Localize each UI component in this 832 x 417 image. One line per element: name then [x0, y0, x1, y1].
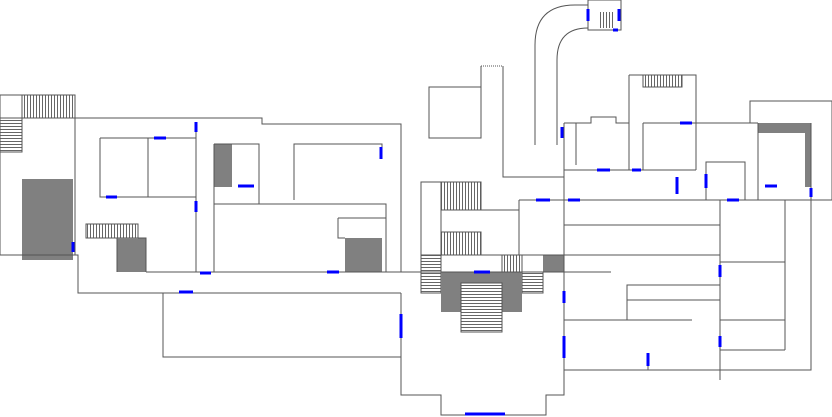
wall [420, 181, 519, 255]
block-room [214, 144, 232, 187]
stairs-top-left [21, 94, 76, 119]
wall [626, 284, 720, 320]
block-right-side [805, 123, 811, 187]
block-left [22, 179, 73, 260]
wall [428, 66, 482, 139]
wall [749, 100, 832, 201]
wall [564, 116, 629, 124]
solid-blocks [22, 123, 811, 333]
wall [162, 293, 401, 358]
curved-corridor-outer [534, 4, 588, 145]
stairs-top-right [642, 74, 683, 88]
wall [705, 161, 746, 200]
doors [71, 9, 813, 416]
wall [99, 138, 196, 198]
block-right-of-left [345, 238, 382, 272]
wall [502, 66, 564, 178]
wall [0, 95, 75, 256]
stairs-tower [598, 12, 614, 28]
block-center-right [543, 255, 564, 272]
wall [338, 217, 387, 272]
wall [214, 143, 260, 204]
wall [86, 237, 118, 272]
block-mid-left [117, 238, 146, 272]
stairs-center-right-a [501, 254, 523, 273]
wall [75, 117, 402, 272]
wall [440, 210, 481, 233]
stairs-center-right-b [521, 271, 544, 294]
wall [293, 143, 383, 200]
wall [564, 123, 812, 371]
curved-corridor-inner [556, 27, 589, 145]
block-right-top [758, 123, 811, 133]
stairs [0, 12, 683, 294]
wall [337, 218, 345, 239]
wall [138, 237, 147, 272]
stairs-left [0, 117, 23, 153]
wall [629, 74, 697, 170]
stairs-center-lower [460, 282, 503, 333]
stairs-center-left [420, 254, 442, 294]
stairs-mid-left [85, 223, 139, 239]
stairs-center-mid [440, 231, 482, 256]
stairs-center-upper [440, 181, 482, 211]
wall [214, 203, 387, 218]
